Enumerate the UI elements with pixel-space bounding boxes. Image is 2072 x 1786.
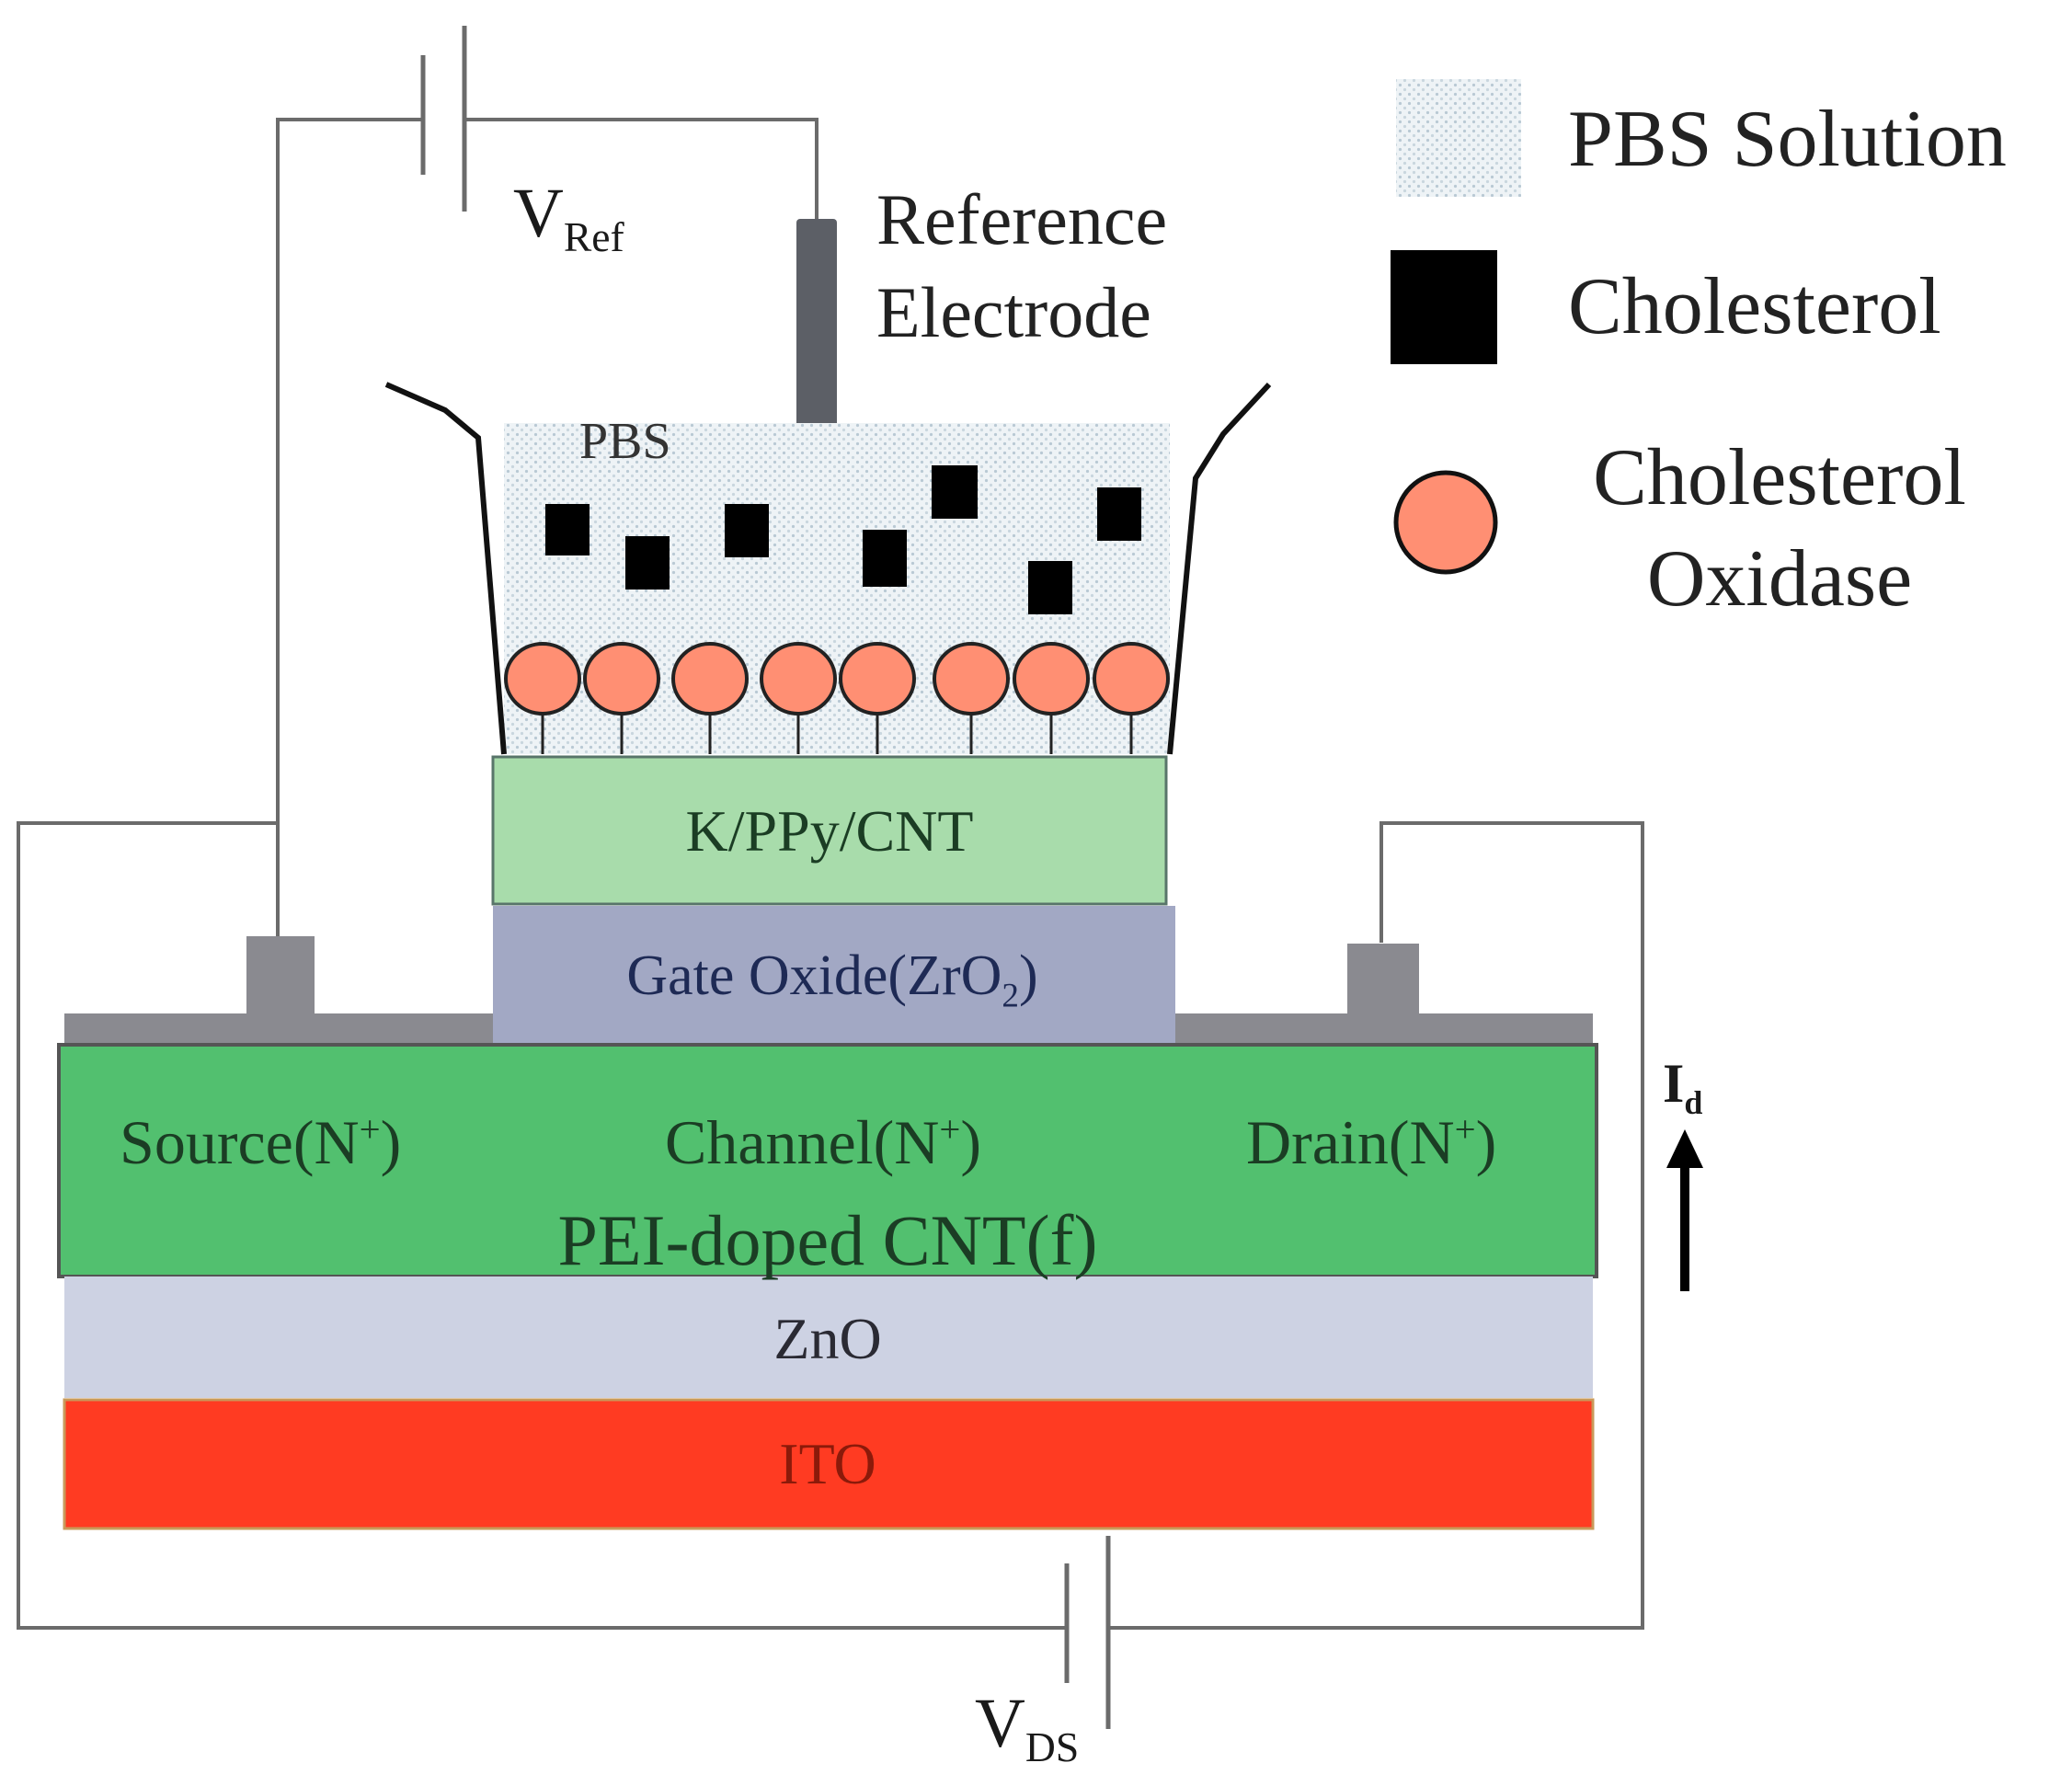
cholesterol-oxidase-row (504, 642, 1170, 754)
pbs-well-label: PBS (579, 413, 671, 470)
vds-label-sub: DS (1025, 1723, 1080, 1771)
channel-label: Channel(N+) (665, 1108, 981, 1173)
vds-circuit-wire (17, 821, 1644, 1630)
vds-label-main: V (975, 1685, 1025, 1762)
id-arrow-icon (1666, 1129, 1703, 1291)
source-label-post: ) (380, 1107, 402, 1177)
reference-electrode-label-line1: Reference (876, 179, 1168, 259)
source-label: Source(N+) (120, 1108, 401, 1173)
gate-oxide-label-sub: 2 (1002, 977, 1019, 1015)
drain-label-sup: + (1454, 1108, 1476, 1151)
pei-cnt-label: PEI-doped CNT(f) (557, 1200, 1098, 1280)
channel-label-post: ) (960, 1107, 982, 1177)
pei-cnt-layer (57, 1043, 1598, 1278)
id-label: Id (1663, 1056, 1702, 1119)
source-label-sup: + (359, 1108, 381, 1151)
cholesterol-molecule (725, 504, 769, 557)
vds-battery-icon (1064, 1536, 1111, 1729)
reference-electrode-label-line2: Electrode (876, 272, 1151, 353)
channel-label-pre: Channel(N (664, 1107, 940, 1177)
ito-layer (63, 1398, 1595, 1530)
source-label-pre: Source(N (120, 1107, 360, 1177)
gate-oxide-label-pre: Gate Oxide(ZrO (626, 945, 1002, 1007)
sample-well-wall (384, 382, 1272, 755)
vref-label-main: V (513, 175, 564, 252)
vref-label: VRef (513, 178, 624, 258)
cholesterol-molecule (1028, 561, 1072, 614)
cholesterol-molecule (625, 536, 670, 590)
vds-label: VDS (975, 1689, 1079, 1769)
gate-oxide-label: Gate Oxide(ZrO2) (626, 947, 1037, 1013)
vref-label-sub: Ref (563, 213, 624, 261)
cholesterol-molecules (545, 465, 1141, 614)
legend-cholesterol-label: Cholesterol (1568, 262, 1941, 351)
cholesterol-oxidase-enzyme (933, 642, 1010, 716)
vref-battery-icon (420, 26, 467, 212)
channel-label-sup: + (939, 1108, 961, 1151)
cholesterol-oxidase-enzyme (839, 642, 916, 716)
drain-contact-pad (1347, 944, 1419, 1019)
legend-oxidase-label-line1: Cholesterol (1593, 433, 1966, 522)
cholesterol-molecule (932, 465, 978, 519)
drain-label: Drain(N+) (1246, 1108, 1496, 1173)
cholesterol-molecule (1097, 487, 1141, 541)
cholesterol-oxidase-enzyme (583, 642, 660, 716)
legend-cholesterol-swatch (1391, 250, 1497, 364)
k-ppy-cnt-label: K/PPy/CNT (685, 798, 974, 864)
zno-label: ZnO (773, 1306, 882, 1371)
legend-oxidase-label-line2: Oxidase (1646, 534, 1913, 624)
reference-electrode (796, 219, 837, 460)
legend-oxidase-label: Cholesterol Oxidase (1568, 428, 1991, 630)
cholesterol-oxidase-enzyme (671, 642, 749, 716)
gate-oxide-label-post: ) (1018, 945, 1038, 1007)
reference-electrode-label: Reference Electrode (876, 173, 1167, 360)
cholesterol-molecule (545, 504, 590, 555)
drain-label-post: ) (1475, 1107, 1497, 1177)
source-contact-pad (246, 936, 315, 1019)
drain-label-pre: Drain(N (1246, 1107, 1455, 1177)
ito-label: ITO (779, 1431, 876, 1496)
cholesterol-oxidase-enzyme (760, 642, 837, 716)
cholesterol-oxidase-enzyme (504, 642, 581, 716)
k-ppy-cnt-layer (491, 755, 1168, 906)
legend-pbs-swatch (1396, 79, 1521, 197)
cholesterol-oxidase-enzyme (1093, 642, 1170, 716)
id-label-main: I (1663, 1053, 1685, 1114)
cholesterol-oxidase-enzyme (1013, 642, 1090, 716)
id-label-sub: d (1684, 1084, 1703, 1121)
vref-circuit-wire (276, 118, 818, 943)
cholesterol-molecule (863, 530, 907, 587)
zno-layer (64, 1277, 1593, 1398)
legend-pbs-label: PBS Solution (1568, 95, 2007, 184)
gate-oxide-layer (493, 906, 1175, 1048)
legend-oxidase-swatch (1393, 470, 1498, 575)
